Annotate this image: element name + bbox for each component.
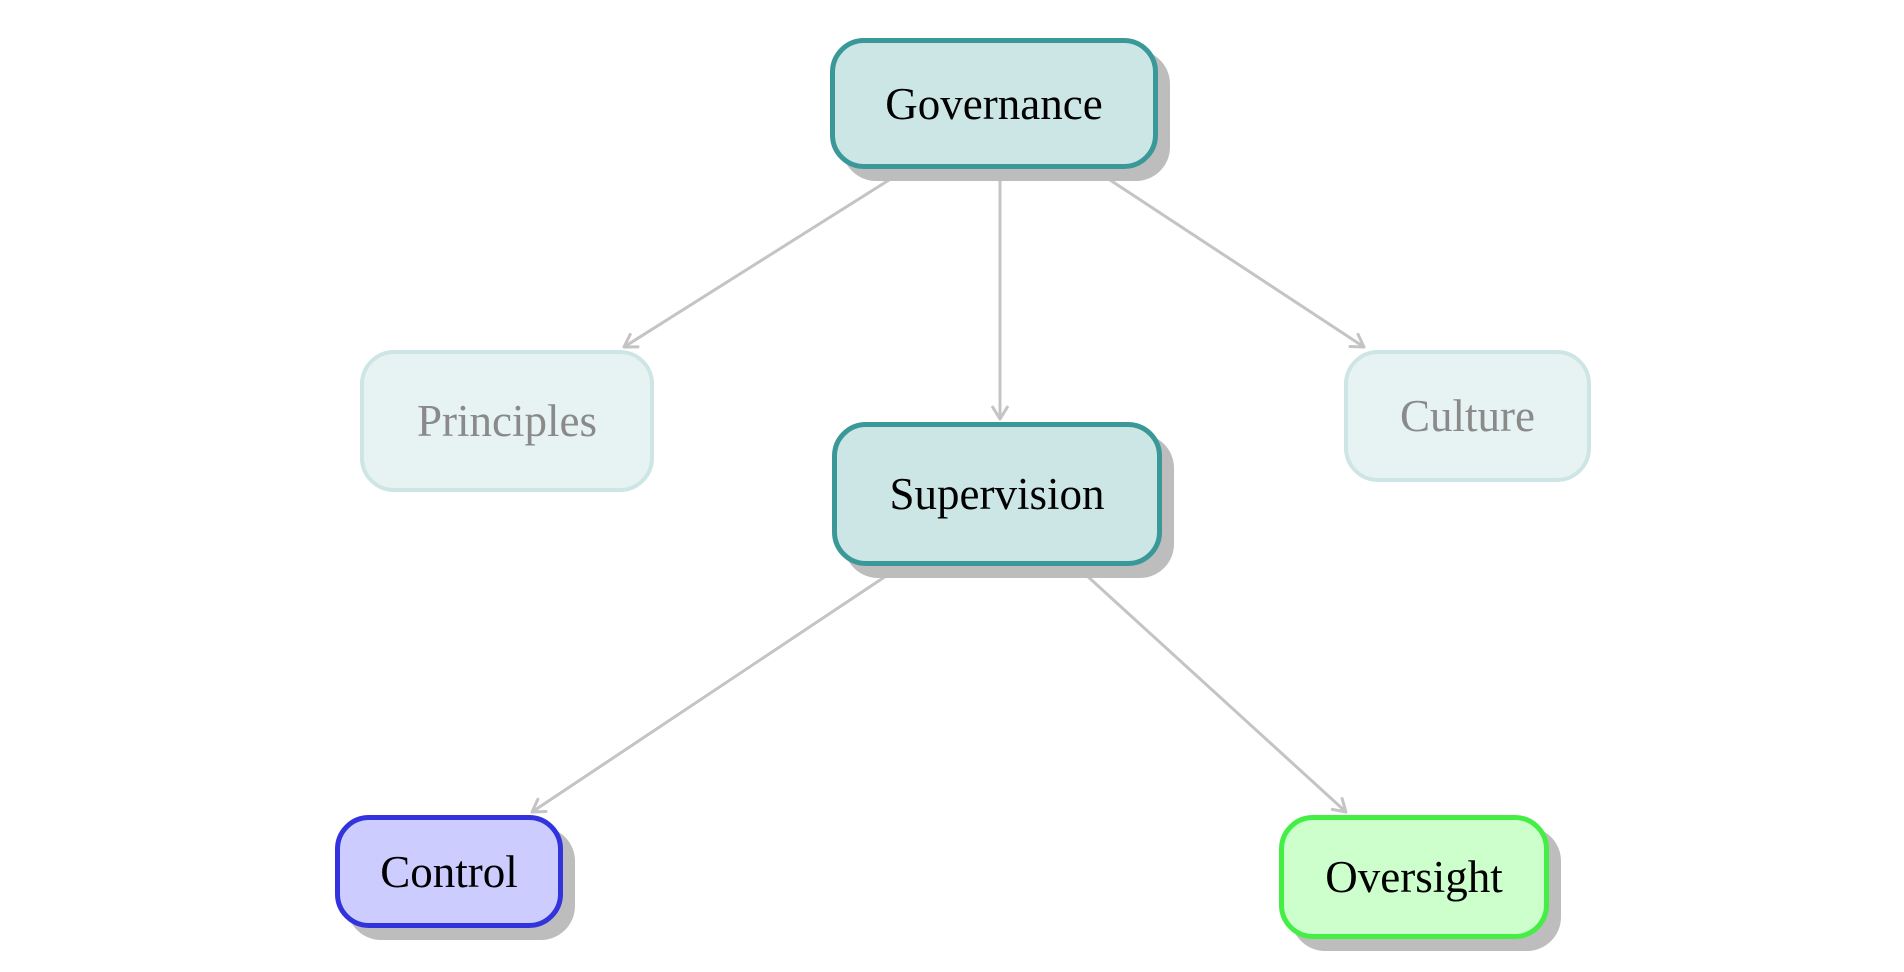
arrowhead-supervision-oversight [1330,797,1348,814]
node-culture-label: Culture [1400,391,1535,441]
edge-supervision-control [531,572,890,814]
node-governance[interactable]: Governance [830,38,1158,169]
node-oversight[interactable]: Oversight [1279,815,1549,939]
edge-governance-culture [1109,178,1365,349]
arrowhead-governance-culture [1348,332,1366,349]
arrowhead-supervision-control [530,797,548,814]
node-culture[interactable]: Culture [1344,350,1591,482]
arrowhead-governance-principles [622,332,640,349]
edges-layer [530,178,1366,814]
arrowhead-governance-supervision [991,405,1009,421]
edge-supervision-oversight [1083,572,1348,814]
node-control[interactable]: Control [335,815,563,928]
node-control-label: Control [380,846,518,897]
node-principles-label: Principles [417,396,597,446]
node-supervision-label: Supervision [889,469,1105,519]
node-oversight-label: Oversight [1325,852,1503,902]
node-supervision[interactable]: Supervision [832,422,1162,566]
edge-governance-principles [623,178,890,349]
node-governance-label: Governance [885,78,1103,129]
node-principles[interactable]: Principles [360,350,654,492]
